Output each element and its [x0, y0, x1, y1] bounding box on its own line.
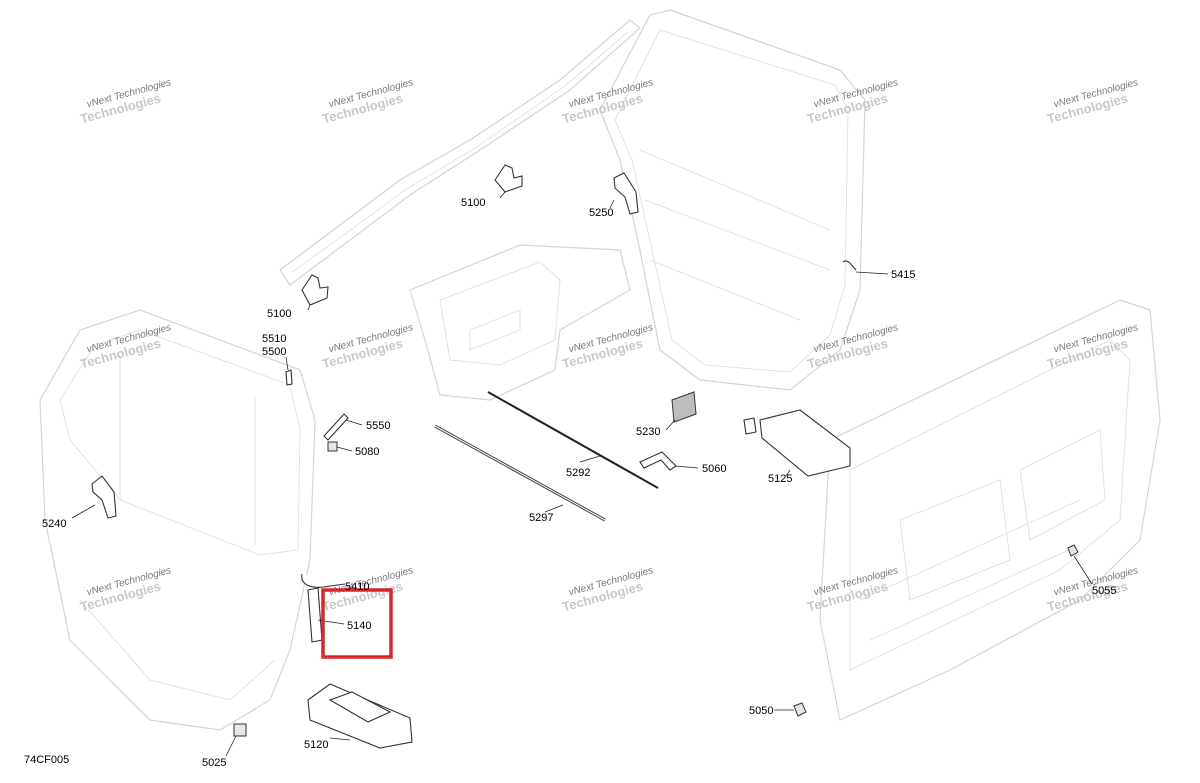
part-bracket-5125[interactable]: [743, 409, 851, 477]
part-hinge-5100-upper[interactable]: [494, 164, 523, 199]
callout-5120[interactable]: 5120: [304, 739, 328, 751]
part-pad-5025[interactable]: [225, 723, 247, 757]
callout-5415[interactable]: 5415: [891, 269, 915, 281]
callout-5025[interactable]: 5025: [202, 757, 226, 769]
callout-labels: 5100 5250 5100 5415 5510 5500 5550 5080 …: [42, 197, 1116, 769]
part-clip-5510[interactable]: [285, 356, 293, 386]
front-windshield-frame: [279, 19, 641, 286]
part-pad-5080[interactable]: [327, 441, 353, 452]
callout-5060[interactable]: 5060: [702, 463, 726, 475]
part-rod-5292[interactable]: [487, 391, 659, 489]
callout-5050[interactable]: 5050: [749, 705, 773, 717]
part-panel-5230[interactable]: [665, 391, 697, 431]
part-grab-handle-5250[interactable]: [609, 172, 639, 215]
callout-5292[interactable]: 5292: [566, 467, 590, 479]
part-wire-5410[interactable]: [301, 573, 346, 588]
part-strip-5297[interactable]: [434, 424, 606, 522]
part-hinge-5100-lower[interactable]: [301, 274, 329, 311]
part-pad-5055[interactable]: [1067, 544, 1093, 585]
front-left-door: [39, 309, 316, 731]
callout-5510[interactable]: 5510: [262, 333, 286, 345]
highlight-box-5140: [321, 588, 393, 659]
callout-5100-lower[interactable]: 5100: [267, 308, 291, 320]
part-grab-handle-5240[interactable]: [71, 475, 117, 519]
callout-5140[interactable]: 5140: [347, 620, 371, 632]
callout-5297[interactable]: 5297: [529, 512, 553, 524]
part-bar-5550[interactable]: [323, 413, 363, 441]
part-bracket-5120[interactable]: [307, 683, 413, 749]
callout-5080[interactable]: 5080: [355, 446, 379, 458]
callout-5250[interactable]: 5250: [589, 207, 613, 219]
callout-5410[interactable]: 5410: [345, 581, 369, 593]
rear-door-frame: [599, 9, 866, 391]
rear-cargo-panel: [819, 299, 1161, 721]
callout-5125[interactable]: 5125: [768, 473, 792, 485]
callout-5550[interactable]: 5550: [366, 420, 390, 432]
callout-5500[interactable]: 5500: [262, 346, 286, 358]
diagram-code: 74CF005: [24, 754, 69, 766]
callout-5100-upper[interactable]: 5100: [461, 197, 485, 209]
callout-5055[interactable]: 5055: [1092, 585, 1116, 597]
part-handle-5060[interactable]: [639, 451, 699, 471]
callout-5240[interactable]: 5240: [42, 518, 66, 530]
part-pad-5050[interactable]: [774, 702, 807, 717]
callout-5230[interactable]: 5230: [636, 426, 660, 438]
dashboard-assembly: [409, 244, 631, 401]
part-clip-5415[interactable]: [842, 260, 889, 275]
